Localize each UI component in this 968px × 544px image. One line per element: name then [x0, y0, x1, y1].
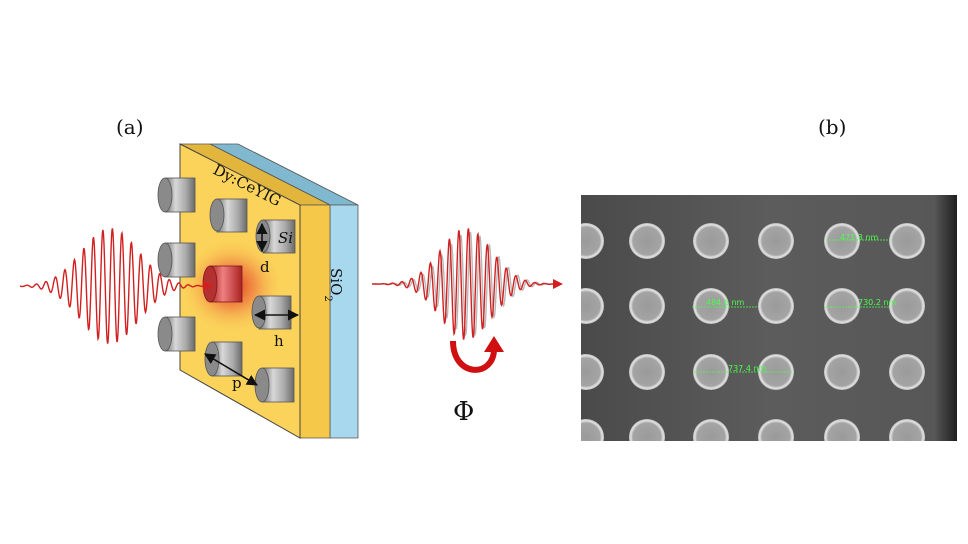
transmitted-pulse: [371, 228, 555, 340]
pillar-material-label: Si: [278, 229, 293, 247]
measurement-label: 471.3 nm: [840, 233, 879, 242]
transmitted-arrowhead: [553, 279, 563, 289]
transmitted-pulse-gray: [372, 231, 556, 338]
sem-hole: [629, 223, 665, 259]
sem-hole: [581, 419, 604, 441]
measurement-label: 737.4 nm: [728, 364, 767, 373]
si-pillar: [251, 295, 292, 330]
height-label: h: [274, 332, 284, 350]
incident-arrowhead: [203, 281, 213, 291]
panel-a-label: (a): [116, 115, 144, 139]
measurement-label: 730.2 nm: [858, 298, 897, 307]
sem-hole: [581, 354, 604, 390]
period-arrow: [204, 353, 258, 386]
sem-hole: [581, 223, 604, 259]
si-pillar: [157, 316, 196, 352]
sem-hole: [581, 288, 604, 324]
sem-hole: [693, 419, 729, 441]
measurement-markers: [692, 239, 890, 373]
sem-hole: [824, 354, 860, 390]
si-pillar: [157, 242, 196, 278]
rotation-symbol: Φ: [453, 397, 474, 427]
si-pillar: [254, 367, 295, 403]
si-pillar-excited: [202, 265, 243, 303]
sem-hole: [629, 288, 665, 324]
sem-hole: [824, 288, 860, 324]
sem-hole: [889, 354, 925, 390]
sem-hole: [758, 223, 794, 259]
si-pillar: [204, 341, 243, 377]
diameter-label: d: [260, 258, 270, 276]
sem-hole: [889, 288, 925, 324]
period-label: p: [232, 374, 242, 392]
panel-b-label: (b): [818, 115, 846, 139]
sem-hole: [889, 419, 925, 441]
rotation-arrow-icon: [450, 336, 504, 373]
sem-hole: [824, 223, 860, 259]
sem-hole: [629, 419, 665, 441]
sem-image: 471.3 nm 484.6 nm 730.2 nm 737.4 nm: [581, 195, 957, 441]
si-pillar: [157, 177, 196, 213]
substrate-label: SiO2: [323, 268, 346, 302]
sem-hole: [758, 419, 794, 441]
sem-hole: [758, 288, 794, 324]
si-pillar: [209, 198, 248, 233]
incident-pulse: [19, 228, 206, 344]
sem-hole: [824, 419, 860, 441]
sem-hole: [693, 288, 729, 324]
sem-hole: [629, 354, 665, 390]
sem-hole: [889, 223, 925, 259]
measurement-label: 484.6 nm: [706, 298, 745, 307]
sem-hole: [693, 223, 729, 259]
